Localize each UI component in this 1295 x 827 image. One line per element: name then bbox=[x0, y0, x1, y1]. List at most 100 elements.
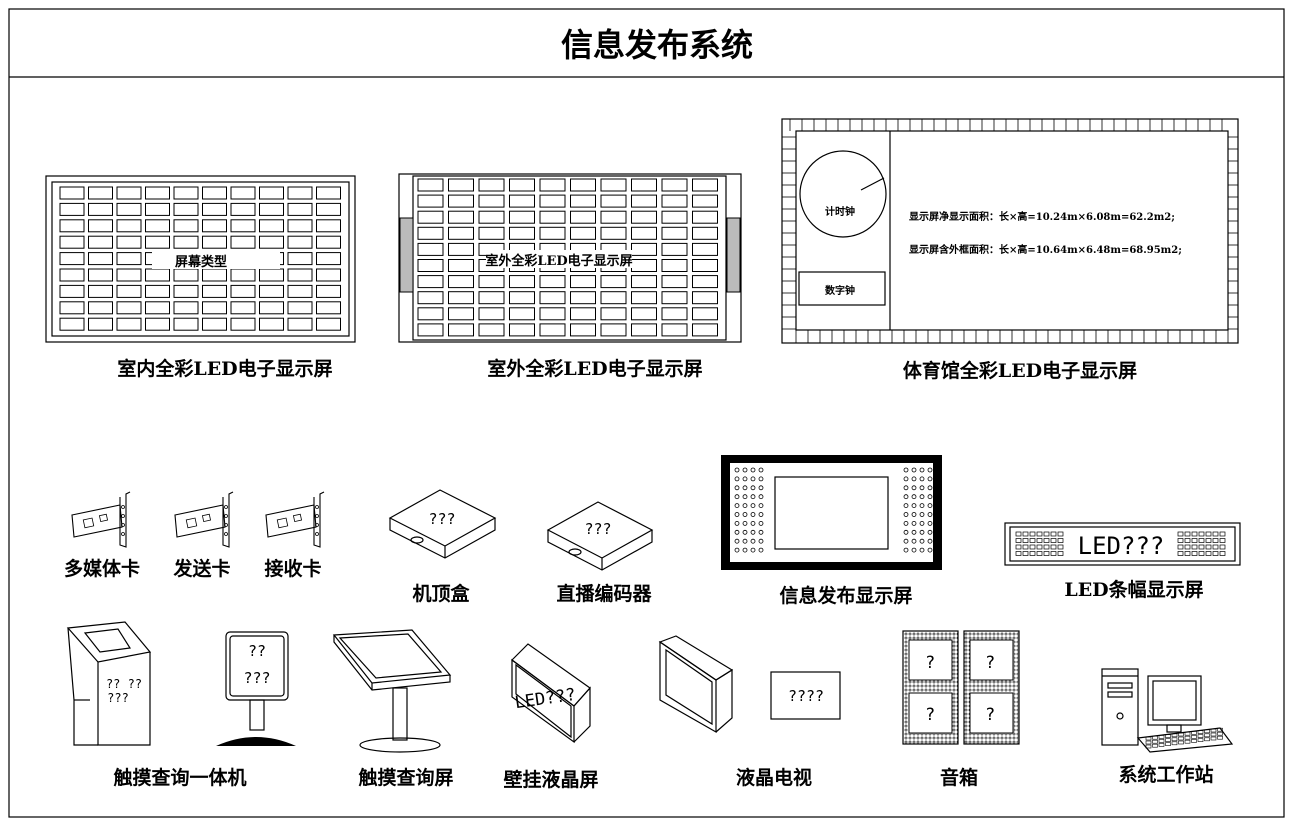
led-module bbox=[230, 301, 256, 315]
led-module bbox=[478, 226, 505, 240]
led-module bbox=[88, 268, 113, 282]
info-dot bbox=[927, 547, 933, 553]
info-dot bbox=[758, 529, 764, 535]
info-dot bbox=[734, 512, 740, 517]
kiosk-stand-text-c: ?? bbox=[248, 642, 266, 660]
info-dot bbox=[903, 476, 909, 482]
led-module bbox=[539, 275, 566, 289]
led-module bbox=[173, 219, 199, 233]
led-module bbox=[539, 307, 566, 321]
led-module bbox=[661, 226, 688, 240]
live-encoder-icon: ??? bbox=[546, 501, 654, 571]
led-module bbox=[570, 323, 596, 337]
info-dot bbox=[742, 476, 748, 482]
led-module bbox=[287, 219, 313, 233]
key bbox=[1158, 743, 1165, 747]
led-module bbox=[448, 194, 474, 208]
banner-dot bbox=[1029, 531, 1036, 537]
key bbox=[1165, 734, 1171, 738]
led-module bbox=[116, 252, 142, 266]
led-module bbox=[145, 284, 170, 298]
banner-dot bbox=[1029, 544, 1036, 550]
led-module bbox=[600, 178, 627, 192]
banner-dot bbox=[1205, 538, 1212, 543]
info-dot bbox=[903, 485, 909, 491]
speaker-icon: ? ? ? ? bbox=[902, 630, 1020, 745]
key bbox=[1171, 737, 1178, 742]
led-module bbox=[600, 226, 627, 240]
key bbox=[1217, 735, 1223, 740]
multimedia-card-caption: 多媒体卡 bbox=[64, 557, 140, 580]
led-module bbox=[478, 307, 505, 321]
led-module bbox=[661, 259, 688, 272]
wall-lcd-icon: LED??? bbox=[511, 643, 591, 744]
led-module bbox=[478, 194, 505, 208]
led-module bbox=[202, 268, 227, 282]
led-module bbox=[631, 323, 657, 337]
info-dot bbox=[911, 503, 917, 509]
led-module bbox=[692, 210, 718, 224]
banner-dot bbox=[1043, 544, 1050, 550]
led-module bbox=[88, 284, 113, 298]
info-dot bbox=[734, 503, 740, 509]
led-module bbox=[661, 307, 688, 321]
info-dot bbox=[927, 503, 933, 509]
key bbox=[1184, 735, 1191, 740]
info-dot bbox=[903, 494, 909, 500]
outdoor-screen-caption: 室外全彩LED电子显示屏 bbox=[487, 357, 702, 380]
banner-dot bbox=[1205, 551, 1212, 556]
led-module bbox=[478, 210, 505, 224]
led-module bbox=[202, 284, 227, 298]
info-dot bbox=[911, 547, 917, 553]
led-module bbox=[509, 323, 535, 337]
led-module bbox=[287, 252, 313, 266]
led-module bbox=[202, 219, 227, 233]
info-dot bbox=[742, 547, 748, 553]
banner-dot bbox=[1036, 544, 1043, 550]
led-module bbox=[448, 323, 474, 337]
info-dot bbox=[750, 529, 756, 535]
led-module bbox=[259, 301, 284, 315]
led-module bbox=[661, 323, 688, 337]
key bbox=[1184, 739, 1191, 744]
led-module bbox=[661, 210, 688, 224]
banner-dot bbox=[1219, 538, 1226, 543]
stadium-led-screen: 计时钟 数字钟 显示屏净显示面积：长×高=10.24m×6.08m=62.2m2… bbox=[781, 118, 1239, 344]
info-dot bbox=[927, 485, 933, 491]
led-module bbox=[230, 268, 256, 282]
led-module bbox=[287, 202, 313, 216]
led-module bbox=[417, 178, 444, 192]
kiosk-text-b: ??? bbox=[107, 691, 129, 705]
key bbox=[1191, 731, 1197, 735]
banner-dot bbox=[1198, 538, 1205, 543]
banner-dot bbox=[1036, 538, 1043, 543]
info-dot bbox=[927, 476, 933, 482]
info-dot bbox=[927, 521, 933, 526]
led-module bbox=[145, 219, 170, 233]
key bbox=[1178, 732, 1184, 737]
banner-dot bbox=[1036, 551, 1043, 556]
led-module bbox=[230, 235, 256, 249]
led-module bbox=[116, 301, 142, 315]
banner-dot bbox=[1219, 551, 1226, 556]
led-module bbox=[417, 194, 444, 208]
info-dot bbox=[903, 503, 909, 509]
led-module bbox=[509, 307, 535, 321]
banner-dot bbox=[1057, 531, 1064, 537]
led-module bbox=[259, 219, 284, 233]
led-module bbox=[509, 178, 535, 192]
kiosk-stand-icon: ?? ??? bbox=[216, 631, 296, 746]
banner-dot bbox=[1212, 531, 1219, 537]
info-display-dots bbox=[734, 467, 933, 553]
set-top-box-text: ??? bbox=[428, 510, 455, 528]
info-dot bbox=[750, 494, 756, 500]
led-module bbox=[661, 194, 688, 208]
kiosk-stand-text-d: ??? bbox=[243, 669, 270, 687]
led-module bbox=[173, 301, 199, 315]
led-module bbox=[631, 210, 657, 224]
touch-screen-icon bbox=[332, 629, 452, 753]
info-dot bbox=[742, 494, 748, 500]
key bbox=[1197, 738, 1204, 742]
led-module bbox=[259, 202, 284, 216]
